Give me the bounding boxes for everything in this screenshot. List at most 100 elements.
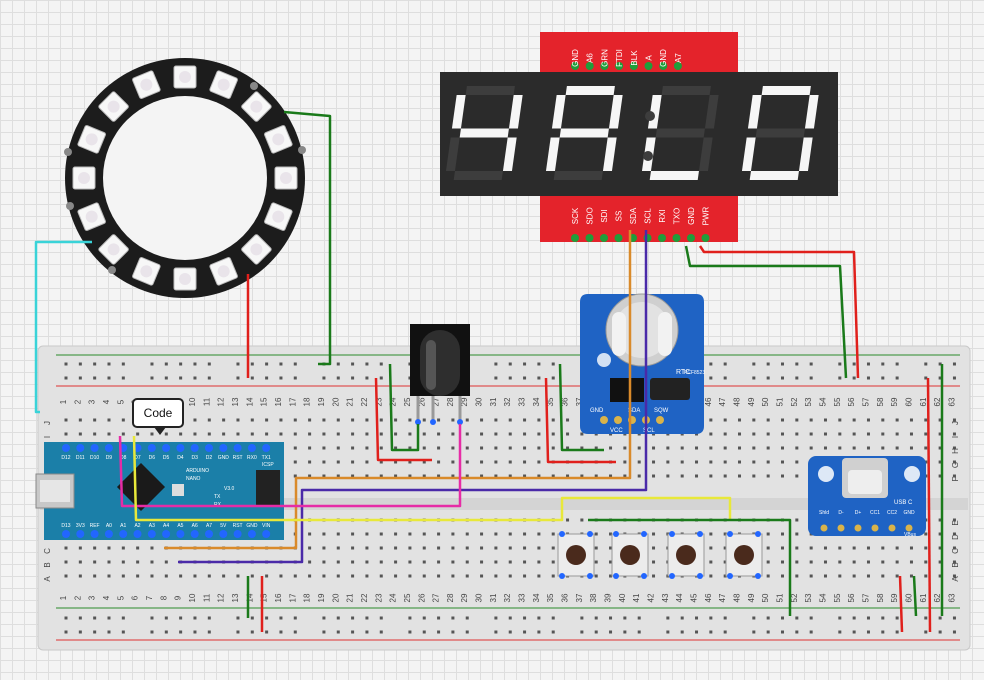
- rail-hole: [279, 630, 283, 634]
- breadboard-hole: [365, 460, 369, 464]
- breadboard-hole: [795, 432, 799, 436]
- push-button: [611, 531, 649, 579]
- button-leg: [587, 531, 593, 537]
- rail-hole: [322, 616, 326, 620]
- usb-pad: [905, 524, 913, 532]
- breadboard-hole: [379, 574, 383, 578]
- breadboard-hole: [852, 574, 856, 578]
- breadboard-hole: [924, 418, 928, 422]
- breadboard-hole: [823, 560, 827, 564]
- nano-icsp-text: ICSP: [262, 462, 274, 468]
- display-pin-label: GND: [687, 207, 696, 225]
- rail-hole: [293, 376, 297, 380]
- ring-led: [241, 91, 272, 122]
- row-letter: G: [951, 462, 960, 468]
- segment-digits: [445, 86, 819, 180]
- breadboard-hole: [623, 474, 627, 478]
- breadboard-hole: [823, 418, 827, 422]
- rail-hole: [623, 630, 627, 634]
- rail-hole: [236, 376, 240, 380]
- rail-hole: [365, 630, 369, 634]
- code-button[interactable]: Code: [132, 398, 184, 435]
- rail-hole: [895, 630, 899, 634]
- button-leg: [697, 531, 703, 537]
- breadboard-hole: [952, 574, 956, 578]
- breadboard-hole: [523, 446, 527, 450]
- ring-led: [132, 257, 161, 286]
- wire-button-signal: [132, 435, 732, 522]
- breadboard-hole: [866, 574, 870, 578]
- column-number-bottom: 30: [475, 593, 484, 602]
- rail-hole: [551, 362, 555, 366]
- rail-hole: [537, 376, 541, 380]
- ring-pad: [108, 266, 116, 274]
- rail-hole: [351, 376, 355, 380]
- column-number-top: 30: [475, 397, 484, 406]
- column-number-top: 1: [59, 399, 68, 404]
- rail-hole: [279, 376, 283, 380]
- breadboard-hole: [351, 418, 355, 422]
- column-number-top: 22: [360, 397, 369, 406]
- ring-led: [98, 91, 129, 122]
- breadboard-hole: [666, 474, 670, 478]
- breadboard-hole: [895, 574, 899, 578]
- rail-hole: [809, 630, 813, 634]
- breadboard-hole: [136, 574, 140, 578]
- rail-hole: [838, 362, 842, 366]
- rail-hole: [422, 616, 426, 620]
- rail-hole: [121, 616, 125, 620]
- display-pin: [673, 62, 682, 70]
- button-leg: [587, 573, 593, 579]
- column-number-top: 23: [374, 397, 383, 406]
- column-number-bottom: 19: [317, 593, 326, 602]
- column-number-top: 17: [288, 397, 297, 406]
- segment: [649, 171, 699, 180]
- breadboard-hole: [408, 418, 412, 422]
- breadboard-hole: [465, 460, 469, 464]
- breadboard-hole: [408, 446, 412, 450]
- breadboard-hole: [838, 418, 842, 422]
- display-pin: [658, 234, 666, 242]
- breadboard-hole: [823, 574, 827, 578]
- breadboard-hole: [551, 532, 555, 536]
- breadboard-hole: [795, 460, 799, 464]
- rail-hole: [537, 616, 541, 620]
- rtc-vcc-label: VCC: [610, 428, 623, 434]
- breadboard-hole: [508, 546, 512, 550]
- ring-led: [173, 267, 197, 291]
- breadboard-hole: [494, 474, 498, 478]
- segment: [798, 137, 813, 171]
- breadboard-hole: [924, 446, 928, 450]
- rail-hole: [924, 376, 928, 380]
- rail-hole: [179, 362, 183, 366]
- column-number-bottom: 8: [159, 595, 168, 600]
- breadboard-hole: [652, 560, 656, 564]
- breadboard-hole: [537, 474, 541, 478]
- breadboard-hole: [136, 546, 140, 550]
- button-cap: [734, 545, 754, 565]
- breadboard-hole: [293, 446, 297, 450]
- breadboard-hole: [308, 560, 312, 564]
- display-pin-label: TXO: [673, 208, 682, 224]
- column-number-top: 58: [876, 397, 885, 406]
- breadboard-hole: [437, 546, 441, 550]
- row-letter: C: [43, 548, 52, 554]
- breadboard-hole: [494, 546, 498, 550]
- breadboard-hole: [222, 574, 226, 578]
- breadboard-hole: [494, 460, 498, 464]
- breadboard-hole: [752, 474, 756, 478]
- rail-hole: [709, 376, 713, 380]
- button-leg: [755, 531, 761, 537]
- button-leg: [755, 573, 761, 579]
- breadboard-hole: [465, 532, 469, 536]
- column-number-top: 5: [116, 399, 125, 404]
- breadboard-hole: [795, 474, 799, 478]
- rail-hole: [250, 616, 254, 620]
- rail-hole: [795, 376, 799, 380]
- row-letter: D: [951, 534, 960, 540]
- breadboard-hole: [107, 560, 111, 564]
- breadboard-hole: [465, 574, 469, 578]
- column-number-bottom: 14: [245, 593, 254, 602]
- usb-pin-label: Shld: [819, 510, 829, 516]
